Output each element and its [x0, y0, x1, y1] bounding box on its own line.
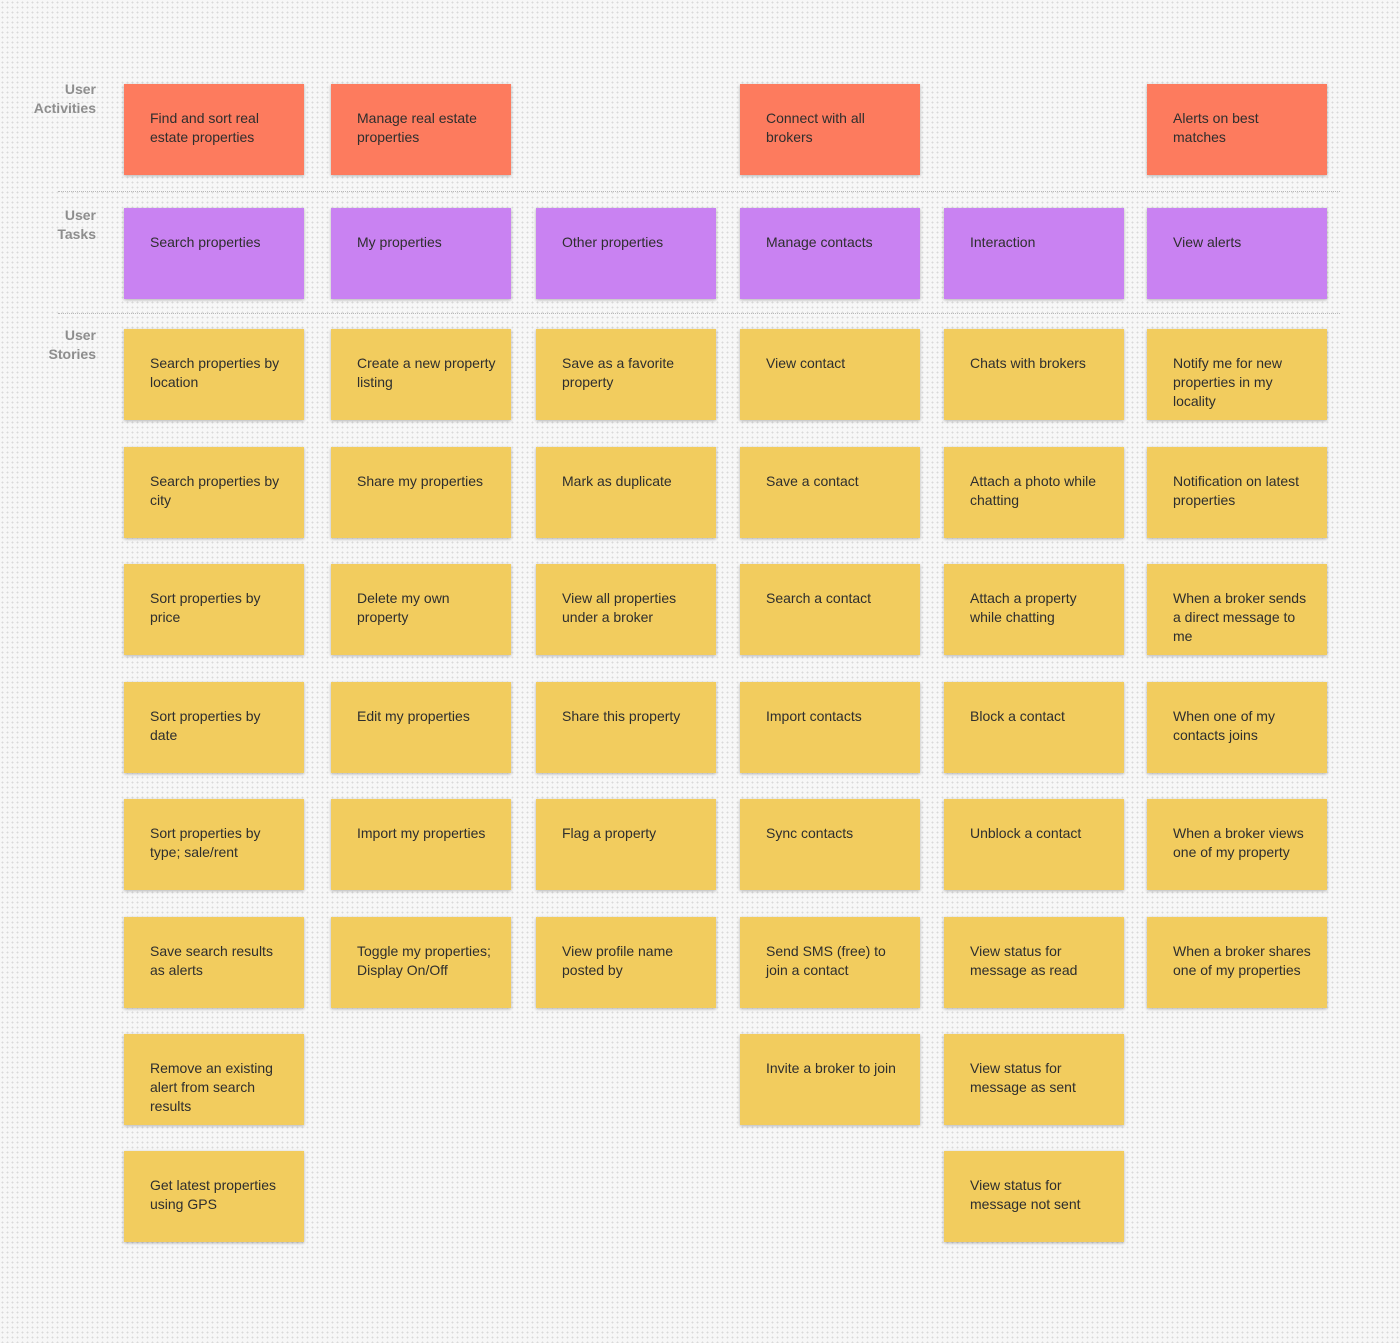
row-label-tasks: User Tasks [57, 207, 96, 242]
divider-tasks-stories [58, 313, 1340, 314]
story-note[interactable]: Share this property [536, 682, 716, 773]
story-note[interactable]: Remove an existing alert from search res… [124, 1034, 304, 1125]
story-note[interactable]: Delete my own property [331, 564, 511, 655]
story-note[interactable]: Block a contact [944, 682, 1124, 773]
task-note[interactable]: Manage contacts [740, 208, 920, 299]
story-note[interactable]: Invite a broker to join [740, 1034, 920, 1125]
story-note[interactable]: Sort properties by price [124, 564, 304, 655]
story-note[interactable]: When one of my contacts joins [1147, 682, 1327, 773]
story-note[interactable]: View all properties under a broker [536, 564, 716, 655]
story-note[interactable]: Share my properties [331, 447, 511, 538]
story-note[interactable]: Search properties by location [124, 329, 304, 420]
story-note[interactable]: Unblock a contact [944, 799, 1124, 890]
story-note[interactable]: View status for message as read [944, 917, 1124, 1008]
story-note[interactable]: Import contacts [740, 682, 920, 773]
story-note[interactable]: Attach a property while chatting [944, 564, 1124, 655]
story-note[interactable]: Save a contact [740, 447, 920, 538]
story-note[interactable]: View contact [740, 329, 920, 420]
story-note[interactable]: Create a new property listing [331, 329, 511, 420]
story-note[interactable]: View profile name posted by [536, 917, 716, 1008]
story-note[interactable]: Get latest properties using GPS [124, 1151, 304, 1242]
story-note[interactable]: Edit my properties [331, 682, 511, 773]
activity-note[interactable]: Find and sort real estate properties [124, 84, 304, 175]
story-note[interactable]: Chats with brokers [944, 329, 1124, 420]
story-note[interactable]: Import my properties [331, 799, 511, 890]
activity-note[interactable]: Manage real estate properties [331, 84, 511, 175]
story-note[interactable]: Toggle my properties; Display On/Off [331, 917, 511, 1008]
story-note[interactable]: Mark as duplicate [536, 447, 716, 538]
task-note[interactable]: Search properties [124, 208, 304, 299]
row-label-stories: User Stories [48, 327, 96, 362]
task-note[interactable]: Other properties [536, 208, 716, 299]
story-note[interactable]: View status for message as sent [944, 1034, 1124, 1125]
story-note[interactable]: Send SMS (free) to join a contact [740, 917, 920, 1008]
story-note[interactable]: Notify me for new properties in my local… [1147, 329, 1327, 420]
task-note[interactable]: Interaction [944, 208, 1124, 299]
story-note[interactable]: Search a contact [740, 564, 920, 655]
story-note[interactable]: Save as a favorite property [536, 329, 716, 420]
task-note[interactable]: View alerts [1147, 208, 1327, 299]
story-note[interactable]: Search properties by city [124, 447, 304, 538]
story-note[interactable]: Attach a photo while chatting [944, 447, 1124, 538]
story-note[interactable]: Save search results as alerts [124, 917, 304, 1008]
story-note[interactable]: View status for message not sent [944, 1151, 1124, 1242]
story-note[interactable]: When a broker shares one of my propertie… [1147, 917, 1327, 1008]
story-note[interactable]: Flag a property [536, 799, 716, 890]
story-note[interactable]: When a broker views one of my property [1147, 799, 1327, 890]
story-note[interactable]: Sync contacts [740, 799, 920, 890]
story-note[interactable]: Sort properties by date [124, 682, 304, 773]
row-label-activities: User Activities [33, 81, 96, 116]
divider-activities-tasks [58, 191, 1340, 192]
task-note[interactable]: My properties [331, 208, 511, 299]
activity-note[interactable]: Connect with all brokers [740, 84, 920, 175]
story-note[interactable]: Notification on latest properties [1147, 447, 1327, 538]
story-note[interactable]: Sort properties by type; sale/rent [124, 799, 304, 890]
story-note[interactable]: When a broker sends a direct message to … [1147, 564, 1327, 655]
activity-note[interactable]: Alerts on best matches [1147, 84, 1327, 175]
